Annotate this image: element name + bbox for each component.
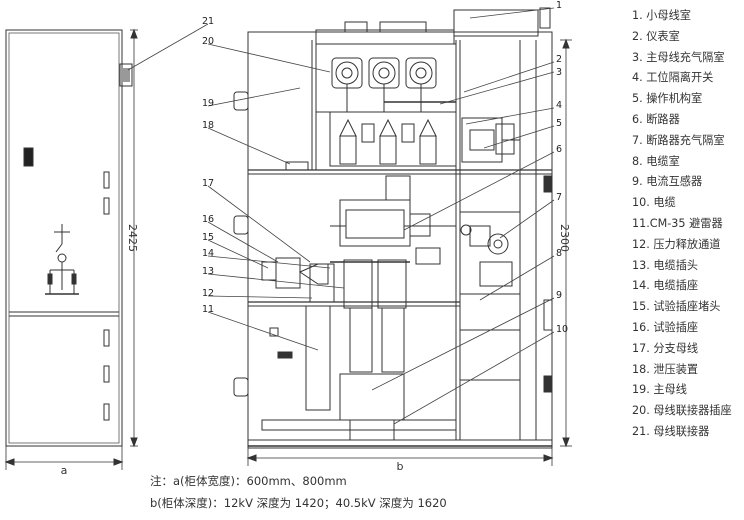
legend-item: 8. 电缆室: [632, 154, 680, 168]
legend-item: 14. 电缆插座: [632, 279, 699, 293]
callout-18: 18: [202, 120, 214, 131]
callout-16: 16: [202, 214, 214, 225]
callout-numbers: 1 2 3 4 5 6 7 8 9 10 11 12 13 14 15 16 1…: [202, 0, 568, 335]
note-line: b(柜体深度)：12kV 深度为 1420；40.5kV 深度为 1620: [150, 496, 447, 510]
legend-item: 6. 断路器: [632, 112, 680, 126]
legend-item: 1. 小母线室: [632, 9, 691, 22]
callout-1: 1: [556, 0, 562, 11]
legend-item: 5. 操作机构室: [632, 92, 703, 106]
callout-7: 7: [556, 192, 562, 203]
callout-15: 15: [202, 232, 214, 243]
legend-item: 20. 母线联接器插座: [632, 404, 732, 418]
legend-item: 7. 断路器充气隔室: [632, 133, 725, 147]
side-height-label: 2425: [126, 224, 139, 252]
legend-item: 13. 电缆插头: [632, 258, 699, 272]
callout-8: 8: [556, 248, 562, 259]
legend-item: 17. 分支母线: [632, 341, 699, 355]
legend-item: 10. 电缆: [632, 196, 676, 210]
legend-list: 1. 小母线室 2. 仪表室 3. 主母线充气隔室 4. 工位隔离开关 5. 操…: [632, 6, 742, 443]
callout-20: 20: [202, 36, 214, 47]
callout-9: 9: [556, 290, 562, 301]
callout-3: 3: [556, 67, 562, 78]
legend-item: 9. 电流互感器: [632, 175, 703, 189]
legend-item: 2. 仪表室: [632, 29, 680, 43]
callout-2: 2: [556, 54, 562, 65]
callout-21: 21: [202, 16, 214, 27]
callout-12: 12: [202, 288, 214, 299]
callout-13: 13: [202, 266, 214, 277]
legend-item: 11.CM-35 避雷器: [632, 216, 723, 230]
callout-5: 5: [556, 118, 562, 129]
legend-item: 15. 试验插座堵头: [632, 300, 721, 314]
callout-19: 19: [202, 98, 214, 109]
notes: 注：a(柜体宽度)：600mm、800mm b(柜体深度)：12kV 深度为 1…: [150, 470, 447, 514]
note-line: 注：a(柜体宽度)：600mm、800mm: [150, 474, 347, 488]
callout-14: 14: [202, 248, 214, 259]
callout-4: 4: [556, 100, 562, 111]
callout-6: 6: [556, 144, 562, 155]
leader-lines: [127, 7, 555, 425]
width-a-label: a: [61, 464, 68, 477]
legend-item: 4. 工位隔离开关: [632, 71, 714, 85]
legend-item: 21. 母线联接器: [632, 424, 710, 438]
width-b-label: b: [397, 460, 404, 473]
legend-item: 12. 压力释放通道: [632, 237, 721, 251]
legend-item: 18. 泄压装置: [632, 362, 699, 376]
front-height-label: 2300: [558, 224, 571, 252]
callout-11: 11: [202, 304, 214, 315]
callout-17: 17: [202, 178, 214, 189]
front-cabinet: [233, 7, 553, 449]
legend-item: 3. 主母线充气隔室: [632, 50, 725, 64]
side-cabinet: [5, 29, 133, 447]
legend-item: 16. 试验插座: [632, 320, 699, 334]
callout-10: 10: [556, 324, 568, 335]
legend-item: 19. 主母线: [632, 383, 687, 397]
